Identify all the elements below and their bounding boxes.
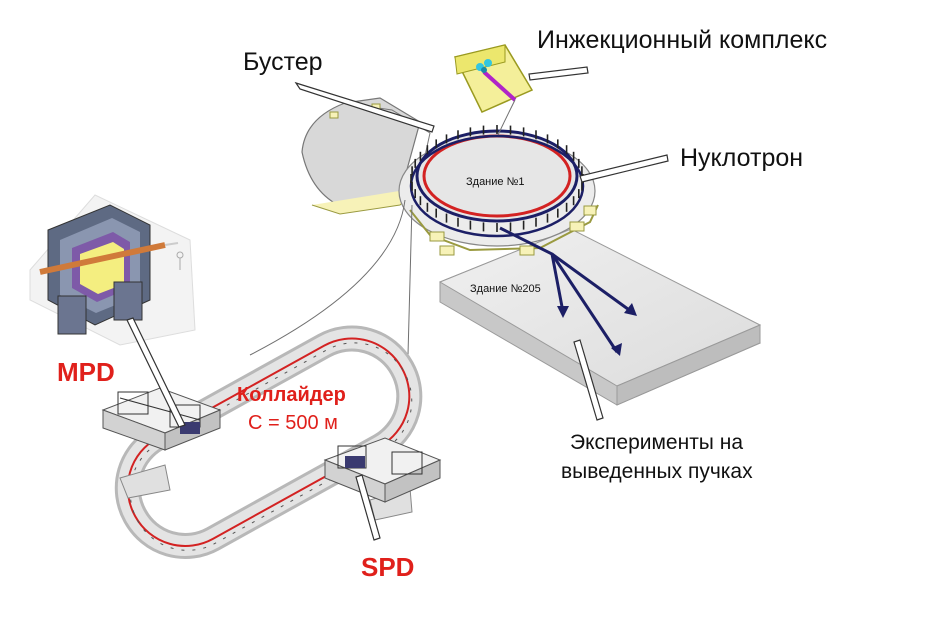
- mpd-detector-inset: [29, 194, 196, 346]
- extracted-beam-lines: [499, 226, 633, 353]
- experiments-label-line-2: выведенных пучках: [561, 460, 753, 483]
- nuclotron-label: Нуклотрон: [680, 144, 804, 172]
- booster-label: Бустер: [243, 48, 323, 76]
- leader-lines: [126, 66, 669, 541]
- building-205-slab: [438, 228, 762, 406]
- experiments-label-line-1: Эксперименты на: [570, 431, 744, 454]
- mpd-hall: [101, 387, 222, 451]
- building-1-label: Здание №1: [466, 176, 525, 188]
- collider-ring: [114, 325, 423, 559]
- nuclotron-magnets: [410, 125, 584, 232]
- booster-hall: [301, 97, 431, 215]
- collider-circumference-label: С = 500 м: [248, 412, 338, 434]
- nuclotron-hall: [398, 129, 599, 256]
- beam-arrowheads: [557, 303, 637, 356]
- spd-hall: [323, 437, 442, 503]
- collider-label: Коллайдер: [237, 384, 346, 406]
- building-205-label: Здание №205: [470, 283, 541, 295]
- mpd-label: MPD: [57, 357, 115, 387]
- injection-complex-box: [453, 44, 534, 113]
- injection-complex-label: Инжекционный комплекс: [537, 26, 828, 54]
- spd-label: SPD: [361, 552, 415, 582]
- collider-annexes: [119, 464, 413, 521]
